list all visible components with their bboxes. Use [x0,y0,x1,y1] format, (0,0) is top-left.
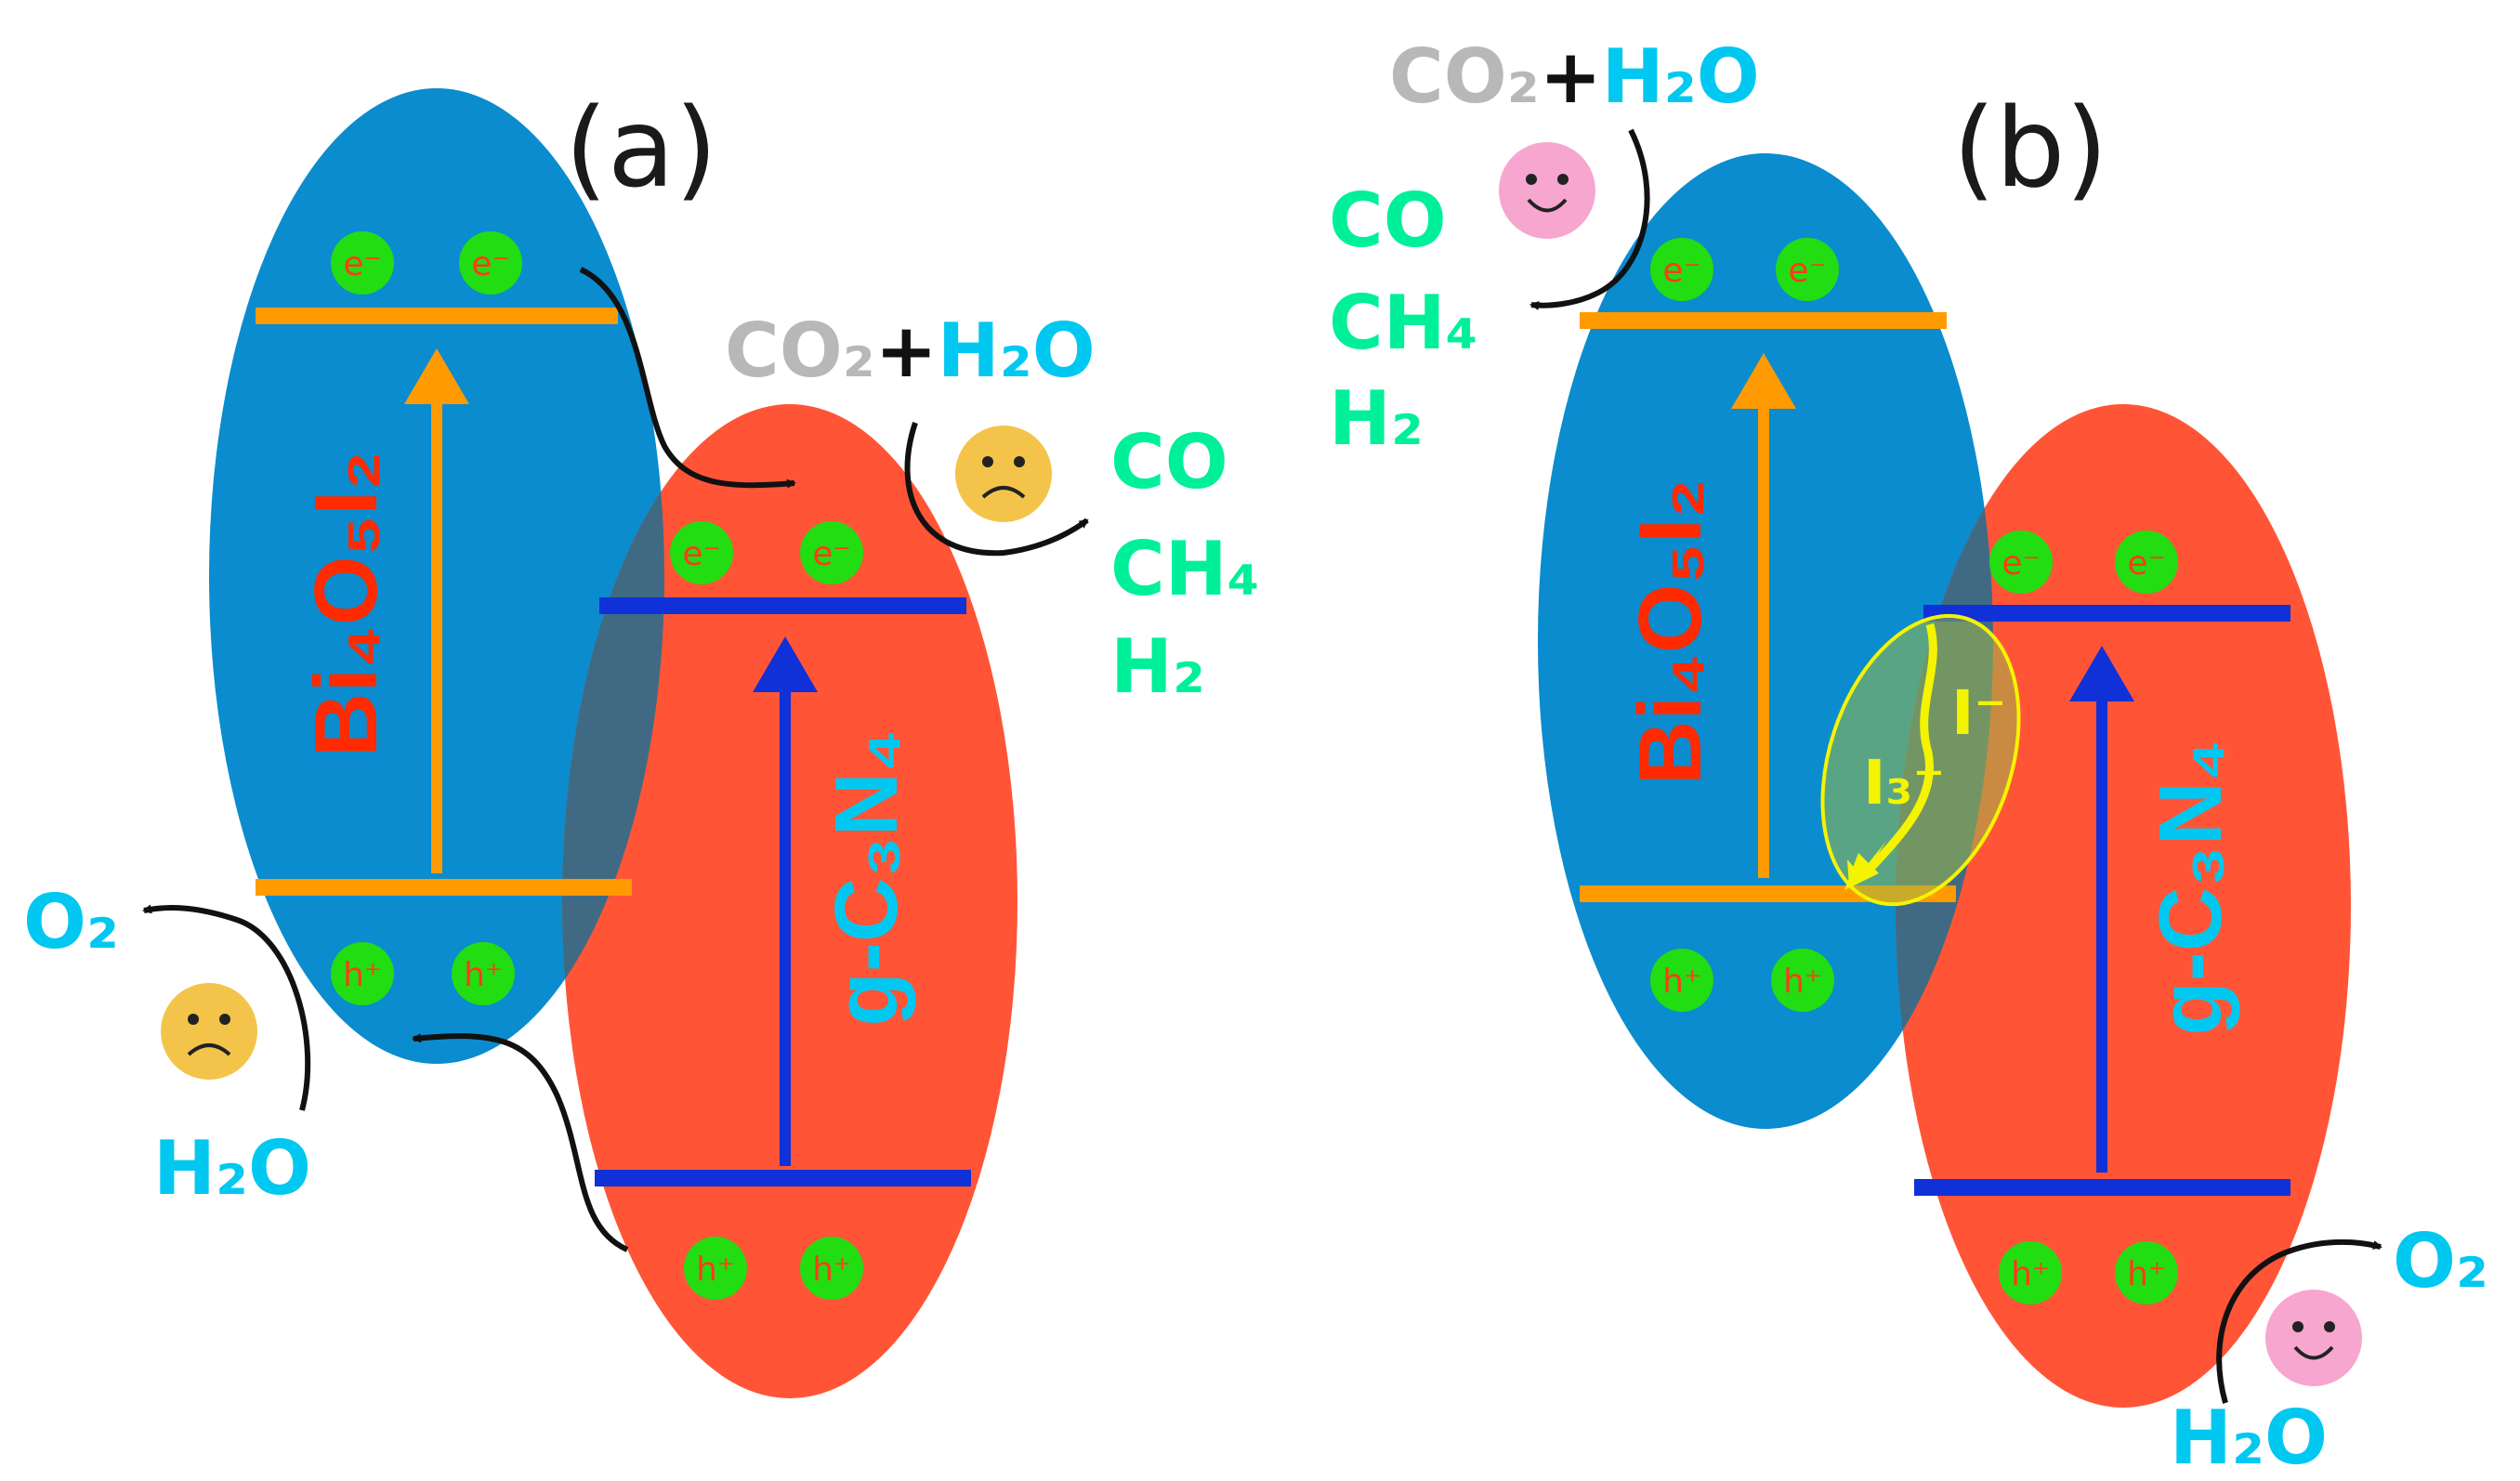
product-h2-b: H₂ [1329,375,1424,462]
electron-b2: e⁻ [1776,238,1839,301]
electron-label: e⁻ [812,535,850,573]
sad-face-icon [161,983,257,1080]
electron-label: e⁻ [343,245,381,283]
oxidation-reactant-a: H₂O [153,1125,311,1212]
electron-label: e⁻ [2127,544,2165,583]
hole-a4: h⁺ [800,1237,863,1300]
electron-label: e⁻ [2002,544,2040,583]
co2-label: CO₂ [1389,33,1540,120]
electron-label: e⁻ [1662,252,1700,290]
reduction-reactants-a: CO₂+H₂O [725,308,1096,394]
product-co-a: CO [1110,419,1228,505]
electron-label: e⁻ [471,245,509,283]
gc3n4-label-b: g-C₃N₄ [2141,739,2240,1035]
electron-b1: e⁻ [1650,238,1713,301]
product-co-b: CO [1329,177,1447,264]
reduction-reactants-b: CO₂+H₂O [1389,33,1760,120]
electron-label: e⁻ [1788,252,1826,290]
electron-b4: e⁻ [2115,531,2178,594]
hole-label: h⁺ [1662,963,1701,1001]
hole-label: h⁺ [2127,1255,2166,1293]
electron-a3: e⁻ [670,521,733,584]
bi4o5i2-excitation-arrowhead-b [1731,353,1796,409]
h2o-label: H₂O [1602,33,1760,120]
oxidation-product-b: O₂ [2393,1218,2488,1304]
i-minus-label: I⁻ [1951,677,2006,749]
hole-b4: h⁺ [2115,1241,2178,1304]
oxidation-reactant-b: H₂O [2170,1395,2328,1481]
hole-a1: h⁺ [331,942,394,1005]
gc3n4-excitation-arrowhead-a [753,636,818,692]
hole-b1: h⁺ [1650,949,1713,1012]
hole-label: h⁺ [812,1251,851,1289]
plus-label: + [875,308,938,394]
hole-b2: h⁺ [1771,949,1834,1012]
product-ch4-a: CH₄ [1110,526,1260,612]
plus-label: + [1540,33,1602,120]
hole-label: h⁺ [696,1251,735,1289]
hole-a3: h⁺ [684,1237,747,1300]
iodide-mediator: I⁻ I₃⁻ [1820,613,2021,907]
i3-minus-label: I₃⁻ [1863,747,1945,819]
hole-label: h⁺ [343,956,382,994]
hole-b3: h⁺ [1999,1241,2062,1304]
hole-label: h⁺ [2011,1255,2050,1293]
oxidation-arrow-b [2216,1239,2382,1404]
happy-face-icon [1499,142,1595,239]
product-ch4-b: CH₄ [1329,280,1478,366]
panel-b: (b) Bi₄O₅I₂ g-C₃N₄ e⁻ e⁻ e⁻ [1329,33,2488,1481]
bi4o5i2-excitation-arrowhead-a [404,348,469,404]
hole-label: h⁺ [464,956,503,994]
gc3n4-excitation-arrowhead-b [2069,646,2134,701]
happy-face-icon [2265,1290,2362,1386]
mediator-arrow [1862,623,1937,877]
bi4o5i2-label-b: Bi₄O₅I₂ [1621,478,1720,785]
bi4o5i2-label-a: Bi₄O₅I₂ [296,451,396,757]
panel-b-label: (b) [1953,84,2108,212]
reduction-arrow-a [904,422,1089,557]
gc3n4-label-a: g-C₃N₄ [817,729,916,1026]
electron-a2: e⁻ [459,231,522,295]
oxidation-arrow-a [142,904,311,1111]
electron-b3: e⁻ [1989,531,2053,594]
electron-transfer-arrow-a [579,267,796,489]
product-h2-a: H₂ [1110,623,1205,710]
co2-label: CO₂ [725,308,875,394]
hole-a2: h⁺ [452,942,515,1005]
sad-face-icon [955,426,1052,522]
electron-a4: e⁻ [800,521,863,584]
oxidation-product-a: O₂ [23,879,119,965]
hole-transfer-arrow-a [412,1033,629,1252]
electron-a1: e⁻ [331,231,394,295]
reduction-arrow-b [1529,128,1650,310]
hole-label: h⁺ [1783,963,1822,1001]
panel-a-label: (a) [565,84,717,212]
panel-a: (a) Bi₄O₅I₂ g-C₃N₄ e⁻ e⁻ [23,84,1260,1398]
h2o-label: H₂O [938,308,1096,394]
gc3n4-ellipse-b [1896,404,2351,1408]
electron-label: e⁻ [682,535,720,573]
